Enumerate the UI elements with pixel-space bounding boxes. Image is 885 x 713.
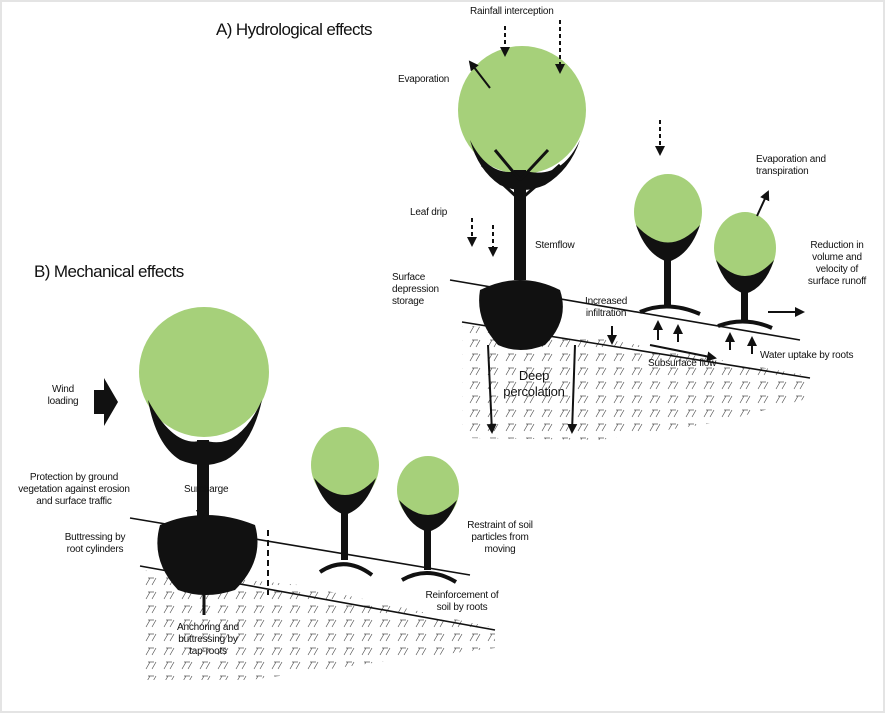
label-leaf-drip: Leaf drip bbox=[410, 207, 447, 219]
label-buttressing-root-cylinders: Buttressing by root cylinders bbox=[50, 532, 140, 556]
wind-arrow bbox=[94, 378, 118, 426]
label-wind-loading: Wind loading bbox=[36, 384, 90, 408]
tree-large-a bbox=[458, 46, 586, 350]
label-stemflow: Stemflow bbox=[535, 240, 575, 252]
label-reinforcement-roots: Reinforcement of soil by roots bbox=[412, 590, 512, 614]
label-protection-ground-vegetation: Protection by ground vegetation against … bbox=[4, 472, 144, 508]
label-evaporation: Evaporation bbox=[398, 74, 449, 86]
tree-small-b bbox=[397, 456, 459, 582]
label-restraint-soil-particles: Restraint of soil particles from moving bbox=[455, 520, 545, 556]
label-reduction-runoff: Reduction in volume and velocity of surf… bbox=[792, 240, 882, 288]
tree-mid-a bbox=[634, 174, 702, 314]
label-deep-percolation: Deep percolation bbox=[494, 368, 574, 400]
label-rainfall-interception: Rainfall interception bbox=[470, 6, 554, 18]
title-hydrological: A) Hydrological effects bbox=[216, 20, 372, 40]
title-mechanical: B) Mechanical effects bbox=[34, 262, 184, 282]
label-evaporation-transpiration: Evaporation and transpiration bbox=[756, 154, 826, 178]
tree-mid-b bbox=[311, 427, 379, 575]
mechanical-panel bbox=[94, 307, 495, 680]
label-increased-infiltration: Increased infiltration bbox=[585, 296, 627, 320]
label-anchoring-tap-roots: Anchoring and buttressing by tap-roots bbox=[158, 622, 258, 658]
label-surface-depression-storage: Surface depression storage bbox=[392, 272, 439, 308]
tree-small-a bbox=[714, 212, 776, 328]
label-subsurface-flow: Subsurface flow bbox=[648, 358, 716, 370]
label-water-uptake: Water uptake by roots bbox=[760, 350, 853, 362]
label-surcharge: Surcharge bbox=[184, 484, 228, 496]
